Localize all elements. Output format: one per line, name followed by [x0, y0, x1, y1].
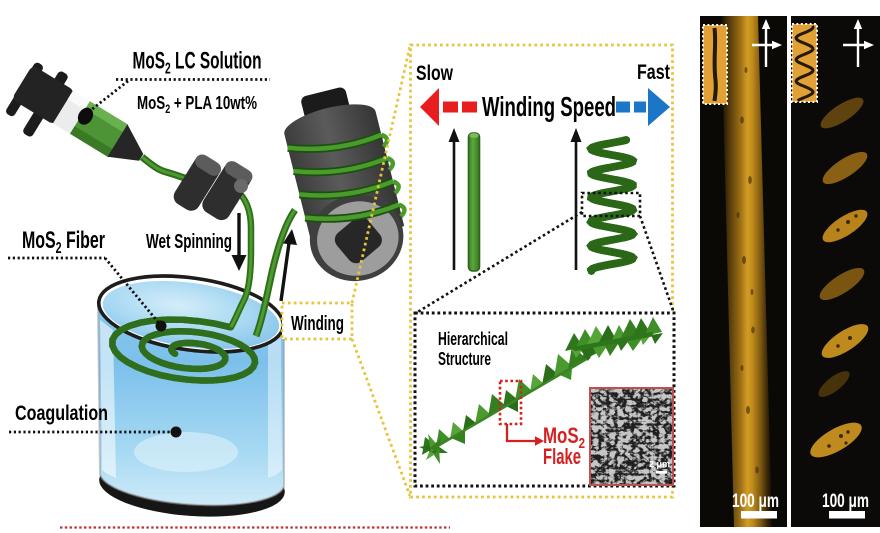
svg-text:Coagulation: Coagulation — [15, 402, 108, 425]
svg-text:Fast: Fast — [637, 61, 670, 84]
svg-text:Slow: Slow — [416, 62, 453, 85]
svg-text:2 μm: 2 μm — [649, 459, 670, 469]
svg-text:MoS2 + PLA 10wt%: MoS2 + PLA 10wt% — [137, 93, 257, 116]
svg-text:MoS2: MoS2 — [543, 423, 585, 452]
svg-text:Structure: Structure — [438, 349, 491, 369]
svg-text:Hierarchical: Hierarchical — [438, 329, 508, 349]
svg-text:100 μm: 100 μm — [732, 491, 779, 512]
svg-text:MoS2 LC Solution: MoS2 LC Solution — [133, 48, 262, 78]
svg-text:Winding Speed: Winding Speed — [482, 91, 616, 122]
svg-text:Wet Spinning: Wet Spinning — [146, 231, 232, 253]
svg-text:Flake: Flake — [543, 444, 581, 469]
svg-text:MoS2 Fiber: MoS2 Fiber — [22, 227, 105, 257]
svg-text:Winding: Winding — [291, 313, 344, 335]
svg-text:100 μm: 100 μm — [822, 491, 869, 512]
